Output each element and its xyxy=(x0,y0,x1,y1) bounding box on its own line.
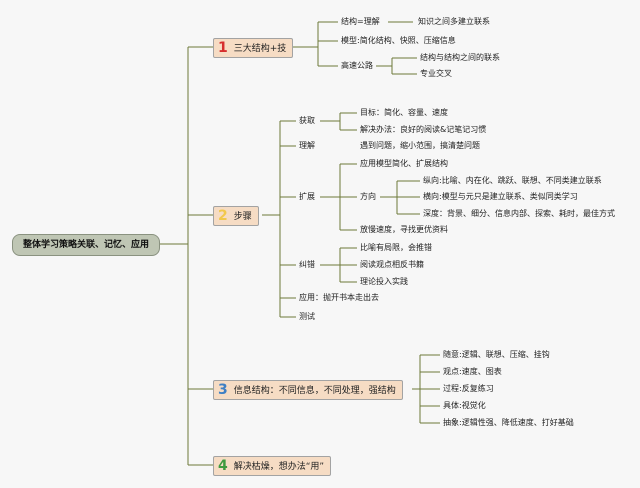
b2-acquire-solution: 解决办法：良好的阅读&记笔记习惯 xyxy=(360,125,487,134)
b2-direction-vertical: 纵向:比喻、内在化、跳跃、联想、不同类建立联系 xyxy=(423,176,602,185)
b2-correct-practice: 理论投入实践 xyxy=(360,277,408,286)
b2-test: 测试 xyxy=(299,312,315,321)
b2-direction-horizontal: 横向:模型与元只是建立联系、类似同类学习 xyxy=(423,192,578,201)
branch-2-label: 步骤 xyxy=(233,212,252,222)
b2-extend-slow: 放慢速度，寻找更优资料 xyxy=(360,225,448,234)
b3-random: 随意:逻辑、联想、压缩、挂钩 xyxy=(443,350,550,359)
b2-acquire: 获取 xyxy=(299,116,315,125)
branch-3-label: 信息结构：不同信息，不同处理，强结构 xyxy=(233,386,396,396)
branch-2-number: 2 xyxy=(218,208,228,224)
root-node: 整体学习策略关联、记忆、应用 xyxy=(12,234,160,256)
branch-4-node: 4 解决枯燥，想办法“用” xyxy=(213,456,332,476)
b2-direction-depth: 深度：背景、细分、信息内部、探索、耗时，最佳方式 xyxy=(423,209,615,218)
b2-understand: 理解 xyxy=(299,141,315,150)
b2-correct-opposite: 阅读观点相反书籍 xyxy=(360,260,424,269)
b2-understand-detail: 遇到问题，缩小范围，搞清楚问题 xyxy=(360,141,480,150)
branch-1-label: 三大结构+技 xyxy=(233,44,287,54)
branch-3-node: 3 信息结构：不同信息，不同处理，强结构 xyxy=(213,380,403,400)
b1-model: 模型:简化结构、快照、压缩信息 xyxy=(341,36,456,45)
branch-2-node: 2 步骤 xyxy=(213,206,259,226)
b2-extend: 扩展 xyxy=(299,192,315,201)
b1-structure-links: 结构与结构之间的联系 xyxy=(420,53,500,62)
b1-cross-discipline: 专业交叉 xyxy=(420,69,452,78)
b2-acquire-goal: 目标：简化、容量、速度 xyxy=(360,108,448,117)
b1-knowledge-links: 知识之间多建立联系 xyxy=(418,17,490,26)
b2-correct-metaphor: 比喻有局限，会推错 xyxy=(360,243,432,252)
branch-1-node: 1 三大结构+技 xyxy=(213,38,294,58)
b2-correct: 纠错 xyxy=(299,260,315,269)
b1-structure-understanding: 结构=理解 xyxy=(341,17,380,26)
b2-direction: 方向 xyxy=(360,192,376,201)
branch-4-number: 4 xyxy=(218,458,228,474)
branch-4-label: 解决枯燥，想办法“用” xyxy=(233,462,325,472)
b2-extend-model: 应用模型简化、扩展结构 xyxy=(360,159,448,168)
b3-opinion: 观点:速度、图表 xyxy=(443,367,502,376)
b1-highway: 高速公路 xyxy=(341,61,373,70)
branch-3-number: 3 xyxy=(218,382,228,398)
b3-concrete: 具体:视觉化 xyxy=(443,401,486,410)
b3-process: 过程:反复练习 xyxy=(443,384,494,393)
b3-abstract: 抽象:逻辑性强、降低速度、打好基础 xyxy=(443,418,574,427)
b2-apply: 应用：抛开书本走出去 xyxy=(299,293,379,302)
branch-1-number: 1 xyxy=(218,40,228,56)
